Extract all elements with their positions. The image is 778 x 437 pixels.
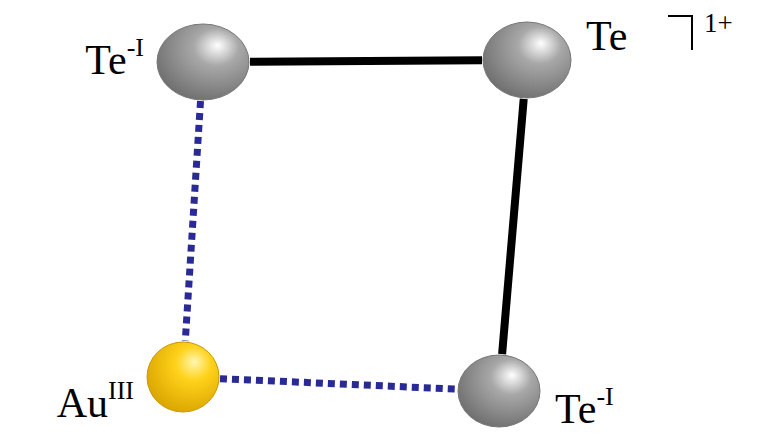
coordination-bond <box>185 101 200 341</box>
element-symbol: Au <box>57 380 108 426</box>
oxidation-state: III <box>108 376 134 405</box>
element-symbol: Te <box>555 386 596 432</box>
atom-sphere <box>146 341 220 413</box>
atom-label: Te-I <box>555 384 614 430</box>
atom-ball <box>458 355 540 427</box>
atom-label: AuIII <box>57 378 134 424</box>
atom-label: Te-I <box>85 35 144 81</box>
gold-atom: AuIII <box>146 341 220 413</box>
tellurium-atom: Te-I <box>156 23 250 101</box>
coordination-bond <box>220 379 457 390</box>
atom-ball <box>483 22 571 98</box>
atom-label: Te <box>586 15 627 57</box>
charge-bracket <box>668 16 692 50</box>
element-symbol: Te <box>85 37 126 83</box>
oxidation-state: -I <box>127 33 144 62</box>
atom-sphere <box>482 21 572 99</box>
charge-label: 1+ <box>704 10 733 37</box>
atom-ball <box>157 24 249 100</box>
element-symbol: Te <box>586 13 627 59</box>
tellurium-atom: Te <box>482 21 572 99</box>
atom-sphere <box>156 23 250 101</box>
atom-ball <box>147 342 219 412</box>
covalent-bond <box>502 99 524 354</box>
oxidation-state: -I <box>596 382 613 411</box>
tellurium-atom: Te-I <box>457 354 541 428</box>
atom-sphere <box>457 354 541 428</box>
covalent-bond <box>250 60 482 61</box>
